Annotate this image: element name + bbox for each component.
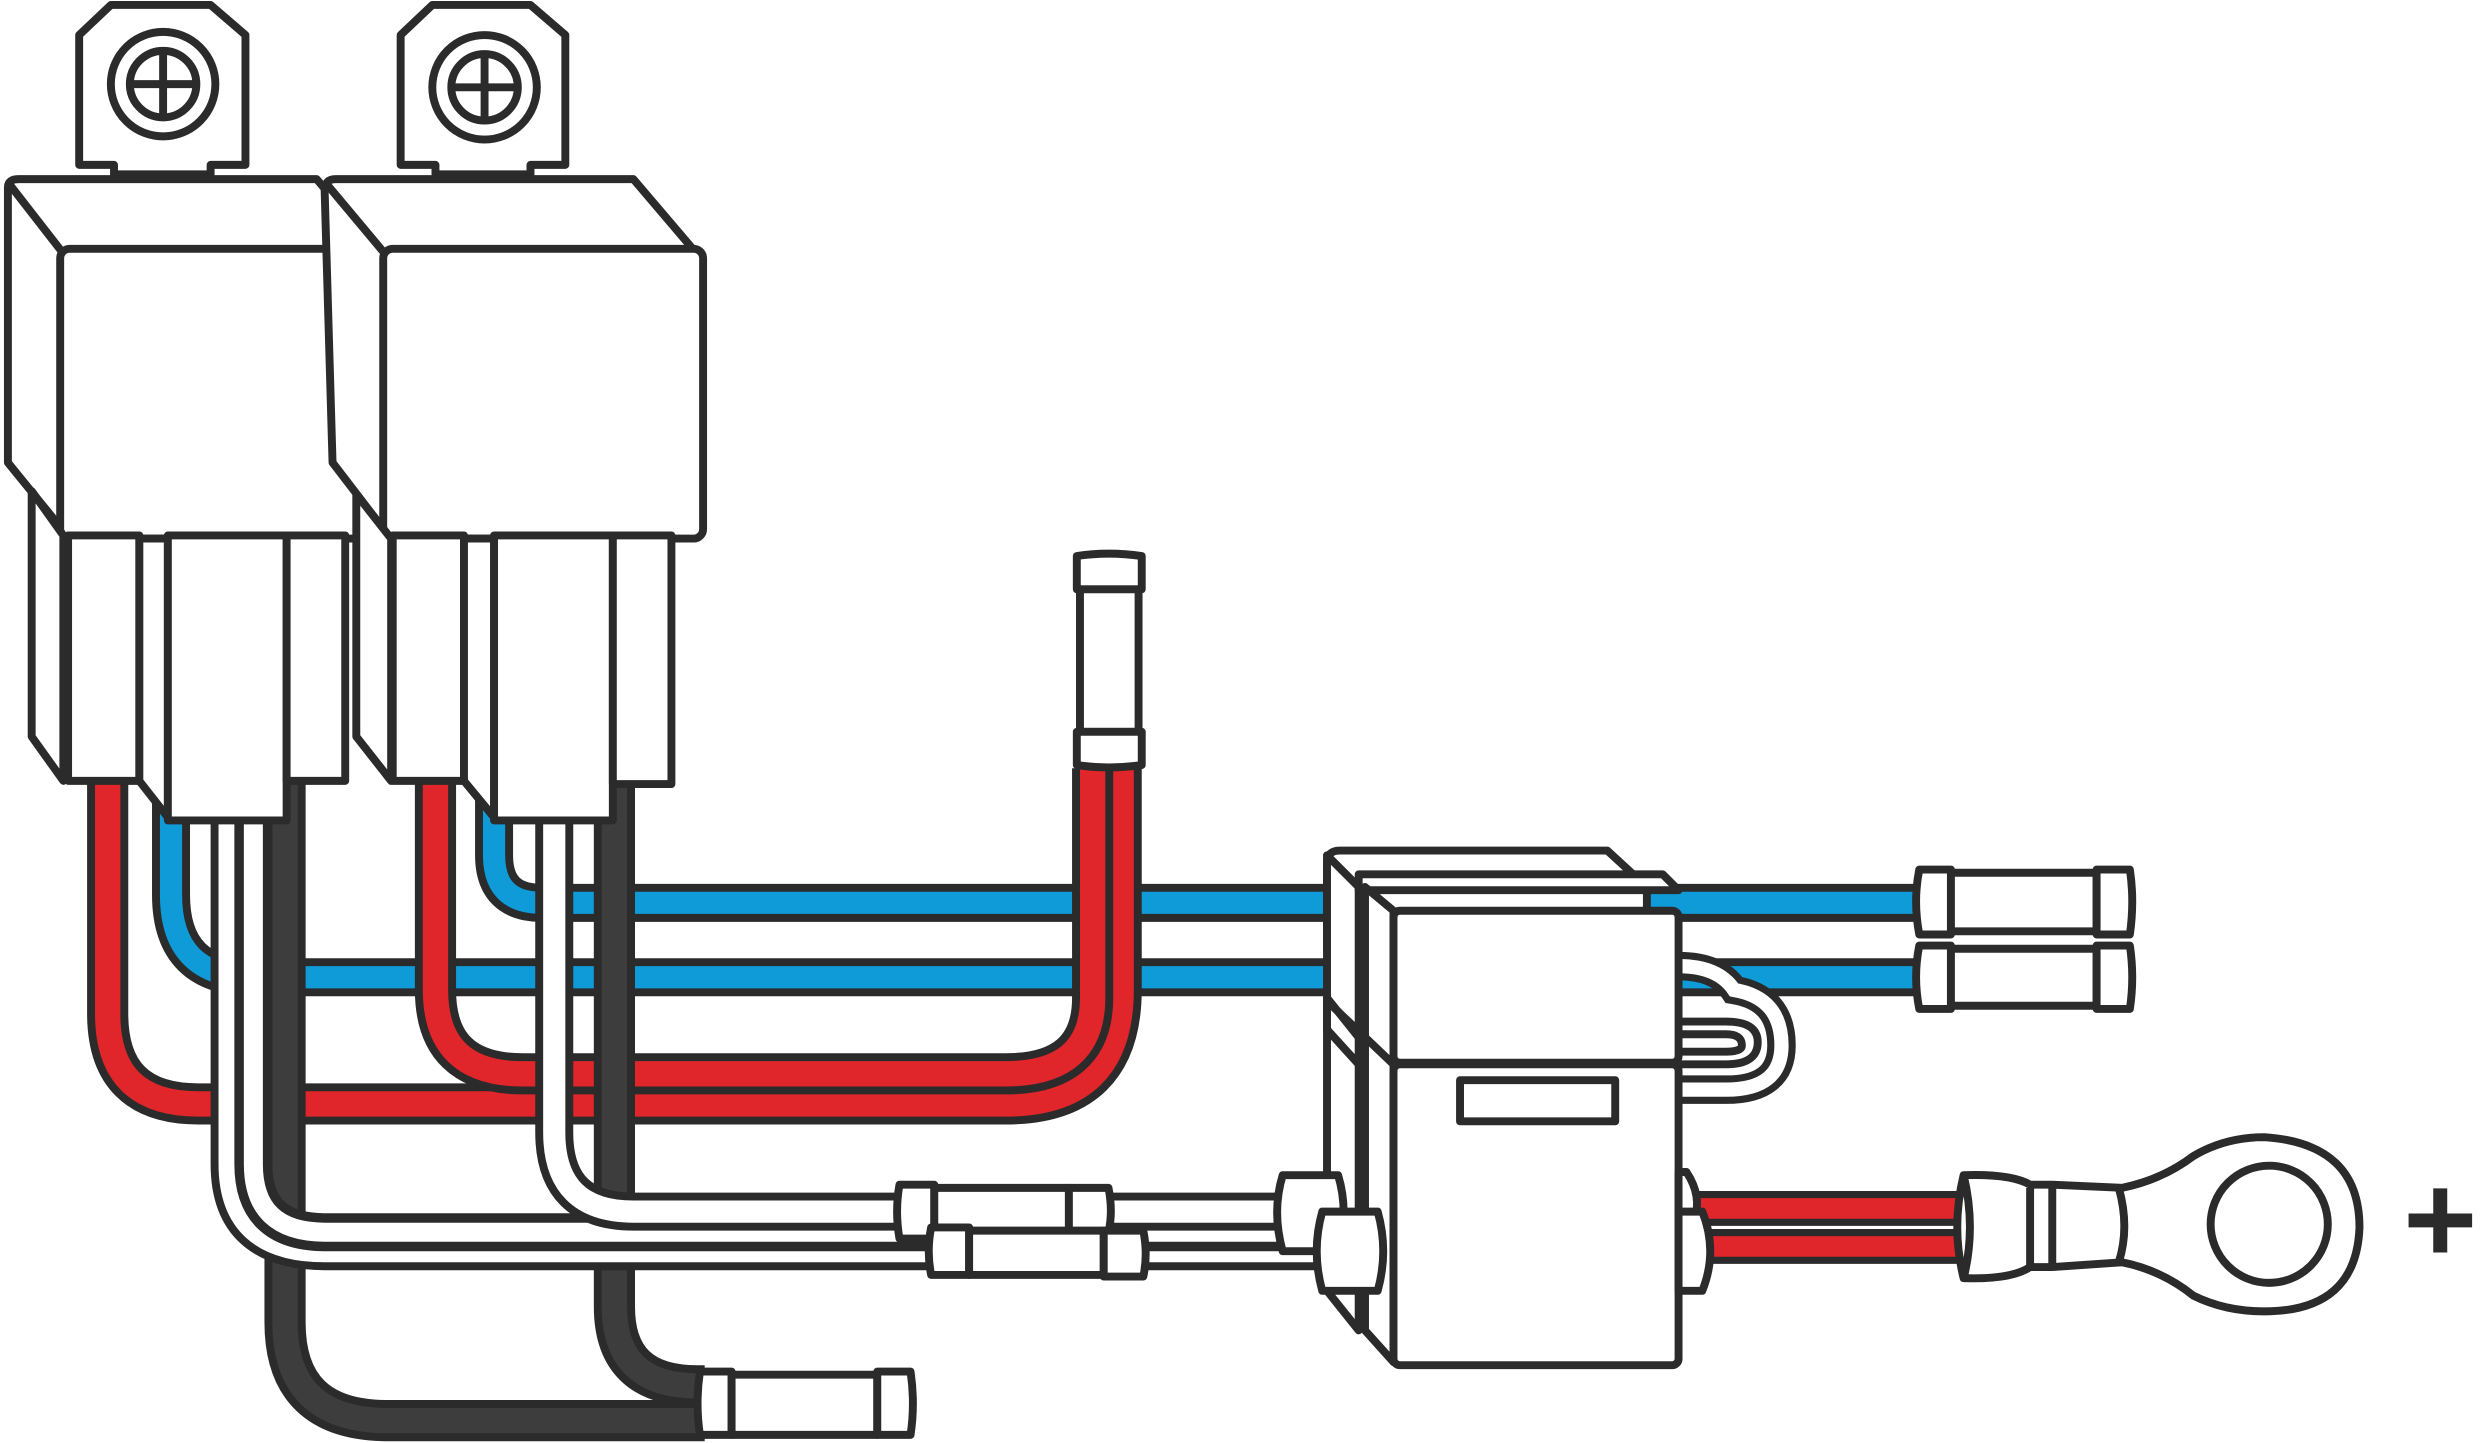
red-wire-relay2 [414, 768, 1114, 1095]
relay-1 [3, 0, 385, 825]
positive-terminal-label: + [2403, 1147, 2477, 1289]
relay-2-pin-1 [388, 531, 468, 785]
ring-terminal-hole [2206, 1161, 2332, 1287]
white-wire-relay1-b [234, 823, 1299, 1252]
blue-wire-upper [475, 784, 1925, 922]
relay-1-pin-3 [282, 531, 350, 785]
power-wire-plugs [1674, 1168, 1715, 1295]
relay-2-body-front [379, 244, 708, 543]
black-wire-relay2 [593, 784, 705, 1407]
relay-2-pin-2 [490, 531, 617, 825]
relay-1-pin-2 [163, 531, 291, 825]
relay-2 [320, 0, 708, 825]
black-wire-connector [693, 1367, 917, 1439]
relay-1-pin-1 [64, 531, 144, 785]
white-loop-wires [1678, 951, 1796, 1104]
wires [87, 768, 1972, 1442]
white-wire-relay2 [535, 823, 1291, 1231]
blue-wire-connectors [1912, 865, 2137, 1013]
fuse-holder [1323, 846, 1683, 1370]
red-wire-power [1686, 1191, 1972, 1264]
ring-terminal [1953, 1133, 2364, 1316]
black-wire-relay1 [264, 784, 705, 1442]
spade-connector-top [1072, 549, 1146, 772]
fuse-holder-label-slot [1456, 1076, 1620, 1126]
fuse-holder-lid [1389, 906, 1683, 1067]
white-wire-connectors [893, 1171, 1388, 1295]
relay-2-pin-3 [608, 531, 676, 789]
red-wire-relay1 [87, 768, 1142, 1125]
white-wire-relay1 [210, 823, 1331, 1271]
